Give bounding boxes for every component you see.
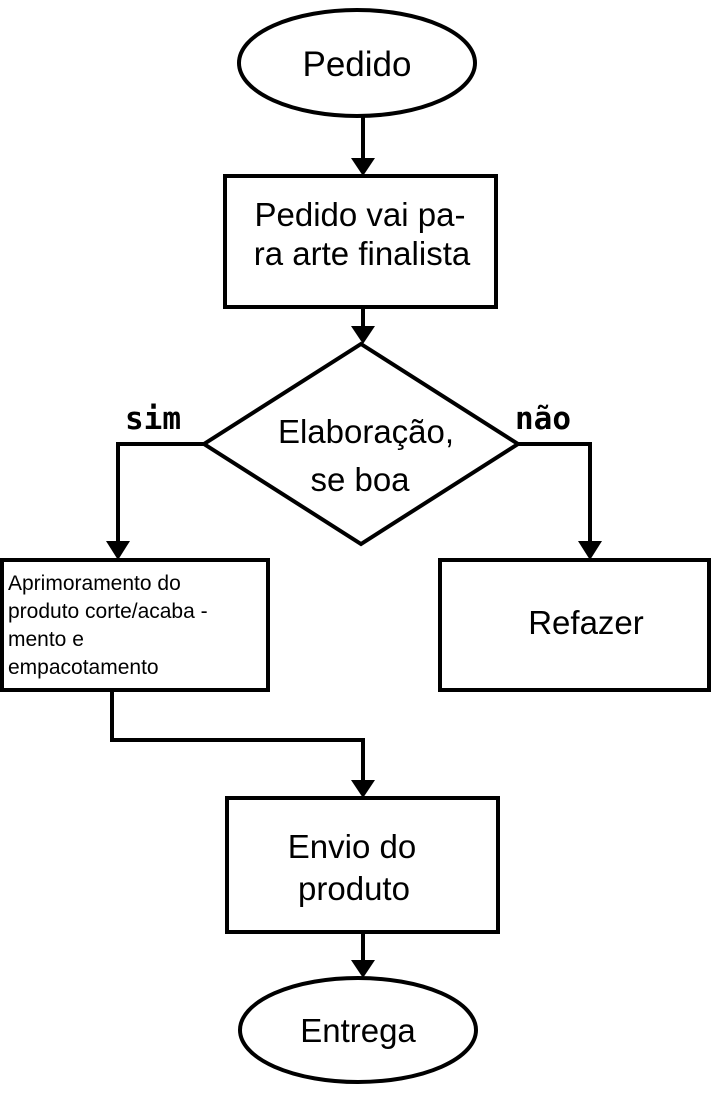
arrowhead-art [351, 158, 375, 176]
node-improve: Aprimoramento do produto corte/acaba - m… [2, 560, 268, 690]
node-ship-line-2: produto [298, 870, 410, 907]
node-improve-line-2: produto corte/acaba - [8, 600, 208, 623]
node-redo-label: Refazer [528, 604, 644, 641]
arrowhead-end [351, 960, 375, 978]
edge-label-yes: sim [125, 401, 181, 437]
node-redo: Refazer [440, 560, 709, 690]
node-improve-line-4: empacotamento [8, 656, 159, 679]
node-decision: Elaboração, se boa [204, 344, 518, 544]
arrowhead-decision [351, 326, 375, 344]
node-decision-line-2: se boa [310, 461, 410, 498]
arrowhead-improve [106, 541, 130, 560]
node-improve-line-3: mento e [8, 628, 84, 651]
node-art-line-1: Pedido vai pa- [255, 196, 466, 233]
edge-improve-to-ship [112, 690, 363, 782]
node-art: Pedido vai pa- ra arte finalista [225, 176, 496, 307]
node-start-label: Pedido [303, 45, 412, 84]
node-start: Pedido [239, 10, 475, 116]
node-end-label: Entrega [300, 1012, 416, 1049]
node-end: Entrega [240, 978, 476, 1082]
node-art-line-2: ra arte finalista [254, 235, 471, 272]
arrowhead-ship [351, 780, 375, 798]
node-decision-line-1: Elaboração, [278, 413, 454, 450]
edge-decision-no [518, 444, 590, 543]
edge-decision-yes [118, 444, 204, 543]
node-improve-line-1: Aprimoramento do [8, 572, 181, 595]
node-ship: Envio do produto [227, 798, 498, 932]
arrowhead-redo [578, 541, 602, 560]
node-ship-line-1: Envio do [288, 828, 416, 865]
edge-label-no: não [515, 401, 571, 437]
